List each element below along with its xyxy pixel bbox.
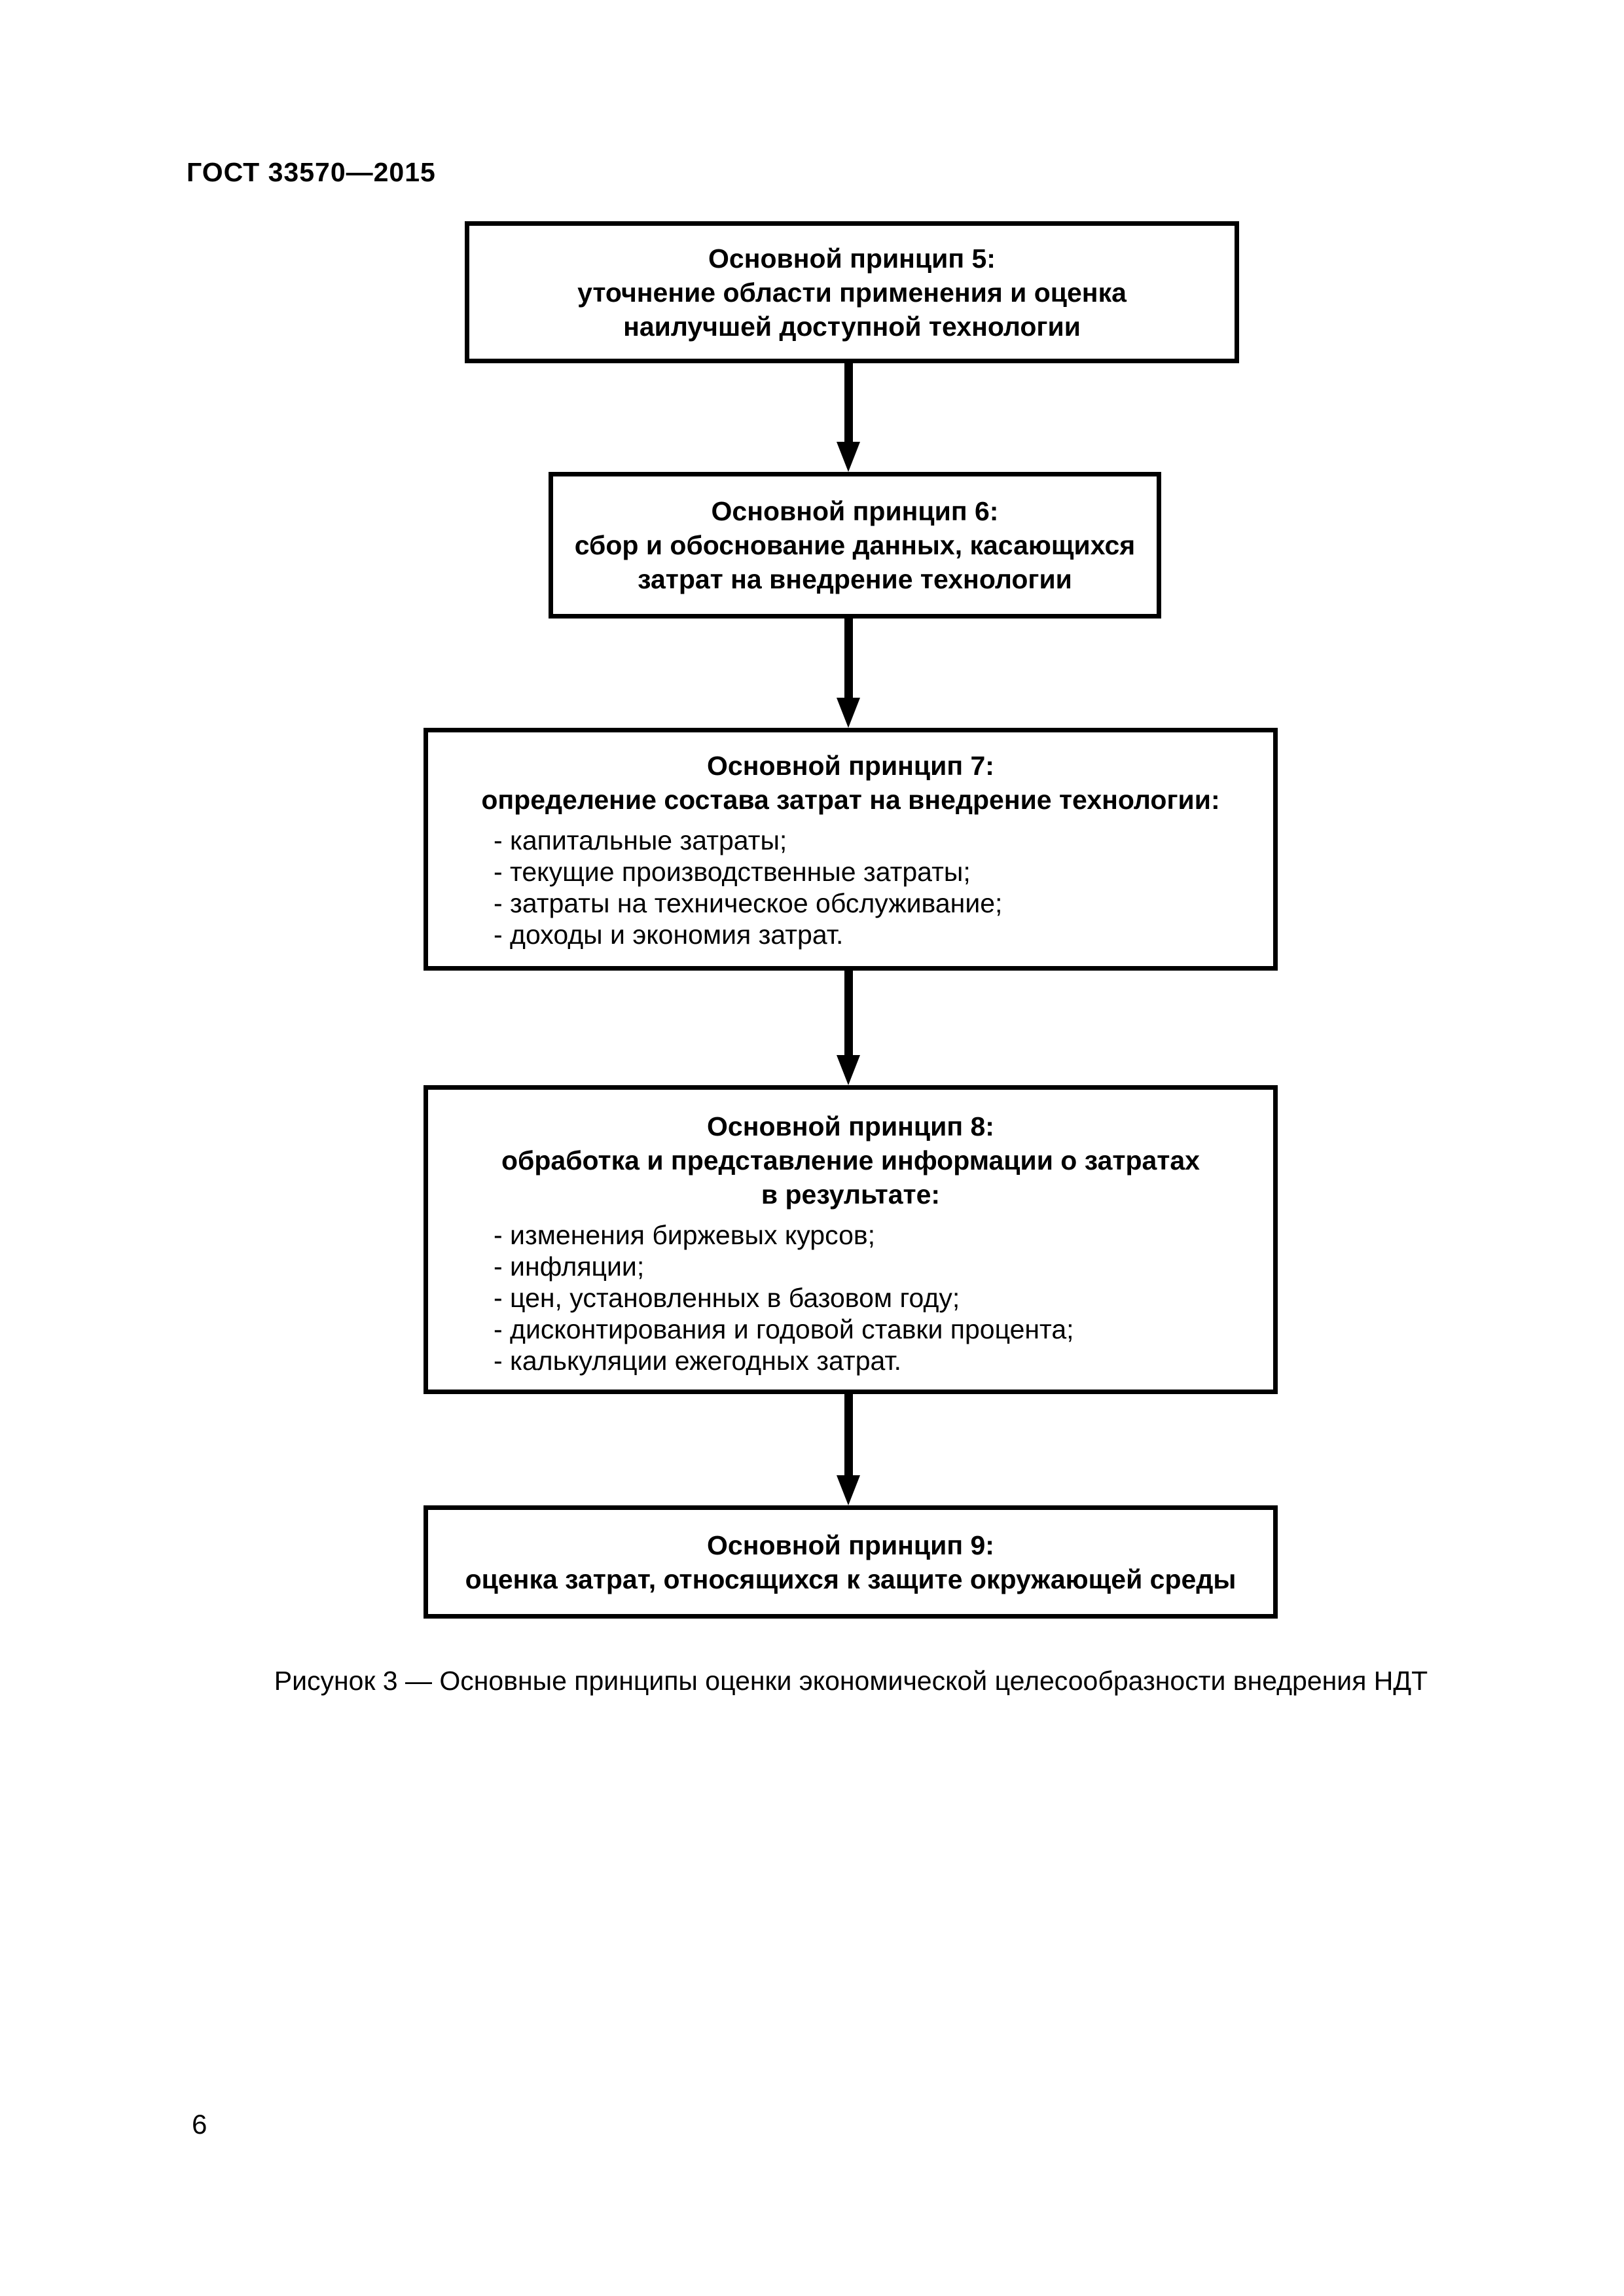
flow-arrow-down-1 [837, 363, 860, 472]
flow-box-principle-6: Основной принцип 6: сбор и обоснование да… [549, 472, 1161, 619]
box-heading: Основной принцип 5:уточнение области при… [469, 242, 1235, 344]
list-item: - цен, установленных в базовом году; [494, 1283, 960, 1313]
flow-box-principle-8: Основной принцип 8: обработка и представл… [424, 1085, 1278, 1394]
heading-line: Основной принцип 7: [707, 751, 994, 781]
heading-line: наилучшей доступной технологии [623, 311, 1081, 342]
list-item: - капитальные затраты; [494, 825, 787, 855]
flow-arrow-down-4 [837, 1394, 860, 1505]
page-number: 6 [192, 2109, 208, 2140]
list-item: - изменения биржевых курсов; [494, 1220, 876, 1250]
arrow-shaft [844, 971, 853, 1055]
flow-arrow-down-3 [837, 971, 860, 1085]
flow-box-principle-9: Основной принцип 9: оценка затрат, относя… [424, 1505, 1278, 1619]
list-item: - калькуляции ежегодных затрат. [494, 1346, 902, 1376]
box-heading: Основной принцип 6: сбор и обоснование да… [553, 494, 1157, 596]
box-item-list: - капитальные затраты;- текущие производ… [428, 825, 1273, 950]
arrow-head-icon [837, 698, 860, 728]
heading-line: в результате: [761, 1179, 941, 1210]
arrow-head-icon [837, 1475, 860, 1505]
box-heading: Основной принцип 8: обработка и представл… [428, 1109, 1273, 1211]
heading-line: Основной принцип 8: [707, 1111, 994, 1141]
flow-box-principle-7: Основной принцип 7: определение состава з… [424, 728, 1278, 971]
heading-line: уточнение области применения и оценка [577, 277, 1127, 308]
heading-line: Основной принцип 6: [711, 496, 999, 526]
arrow-head-icon [837, 1055, 860, 1085]
heading-line: определение состава затрат на внедрение … [481, 785, 1220, 815]
box-heading: Основной принцип 7: определение состава з… [428, 749, 1273, 817]
heading-line: Основной принцип 9: [707, 1530, 994, 1560]
heading-line: обработка и представление информации о з… [501, 1145, 1200, 1175]
flow-box-principle-5: Основной принцип 5:уточнение области при… [465, 221, 1239, 363]
list-item: - доходы и экономия затрат. [494, 920, 844, 950]
list-item: - инфляции; [494, 1251, 645, 1282]
arrow-head-icon [837, 442, 860, 472]
figure-caption: Рисунок 3 — Основные принципы оценки эко… [274, 1666, 1428, 1696]
box-heading: Основной принцип 9: оценка затрат, относя… [428, 1528, 1273, 1596]
heading-line: затрат на внедрение технологии [638, 564, 1072, 594]
list-item: - затраты на техническое обслуживание; [494, 888, 1003, 918]
box-item-list: - изменения биржевых курсов;- инфляции;-… [428, 1219, 1273, 1376]
heading-line: Основной принцип 5: [708, 243, 996, 274]
list-item: - текущие производственные затраты; [494, 857, 971, 887]
document-header: ГОСТ 33570—2015 [187, 157, 436, 187]
flow-arrow-down-2 [837, 619, 860, 728]
heading-line: сбор и обоснование данных, касающихся [574, 530, 1136, 560]
arrow-shaft [844, 363, 853, 442]
heading-line: оценка затрат, относящихся к защите окру… [465, 1564, 1236, 1594]
list-item: - дисконтирования и годовой ставки проце… [494, 1314, 1074, 1344]
arrow-shaft [844, 619, 853, 698]
arrow-shaft [844, 1394, 853, 1475]
